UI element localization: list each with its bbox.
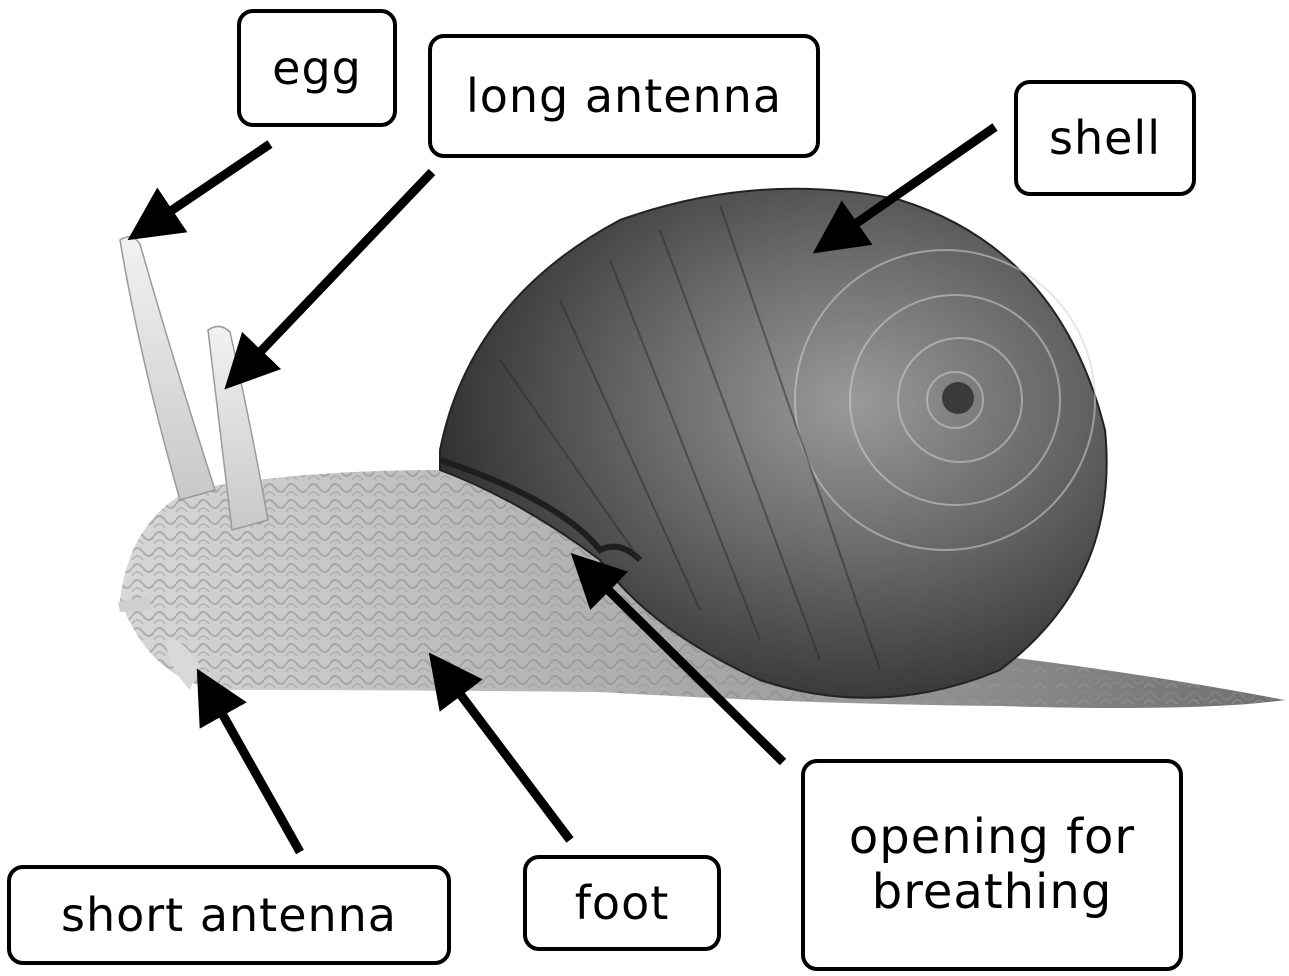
long-antenna-arrow [243,172,432,370]
label-egg-text: egg [272,42,362,95]
label-foot-text: foot [575,877,670,930]
label-opening-for-breathing: opening for breathing [801,759,1183,971]
foot-arrow [445,674,570,840]
label-opening-for-breathing-text: opening for breathing [849,810,1135,920]
label-short-antenna-text: short antenna [61,889,397,942]
shell-arrow [835,127,995,238]
opening-arrow [590,572,783,762]
label-long-antenna-text: long antenna [466,70,782,123]
label-short-antenna: short antenna [7,865,451,965]
short-antenna-arrow [210,692,300,852]
label-foot: foot [523,855,721,951]
label-egg: egg [237,9,397,127]
label-shell-text: shell [1049,112,1161,165]
label-shell: shell [1014,80,1196,196]
egg-arrow [150,144,270,225]
label-long-antenna: long antenna [428,34,820,158]
